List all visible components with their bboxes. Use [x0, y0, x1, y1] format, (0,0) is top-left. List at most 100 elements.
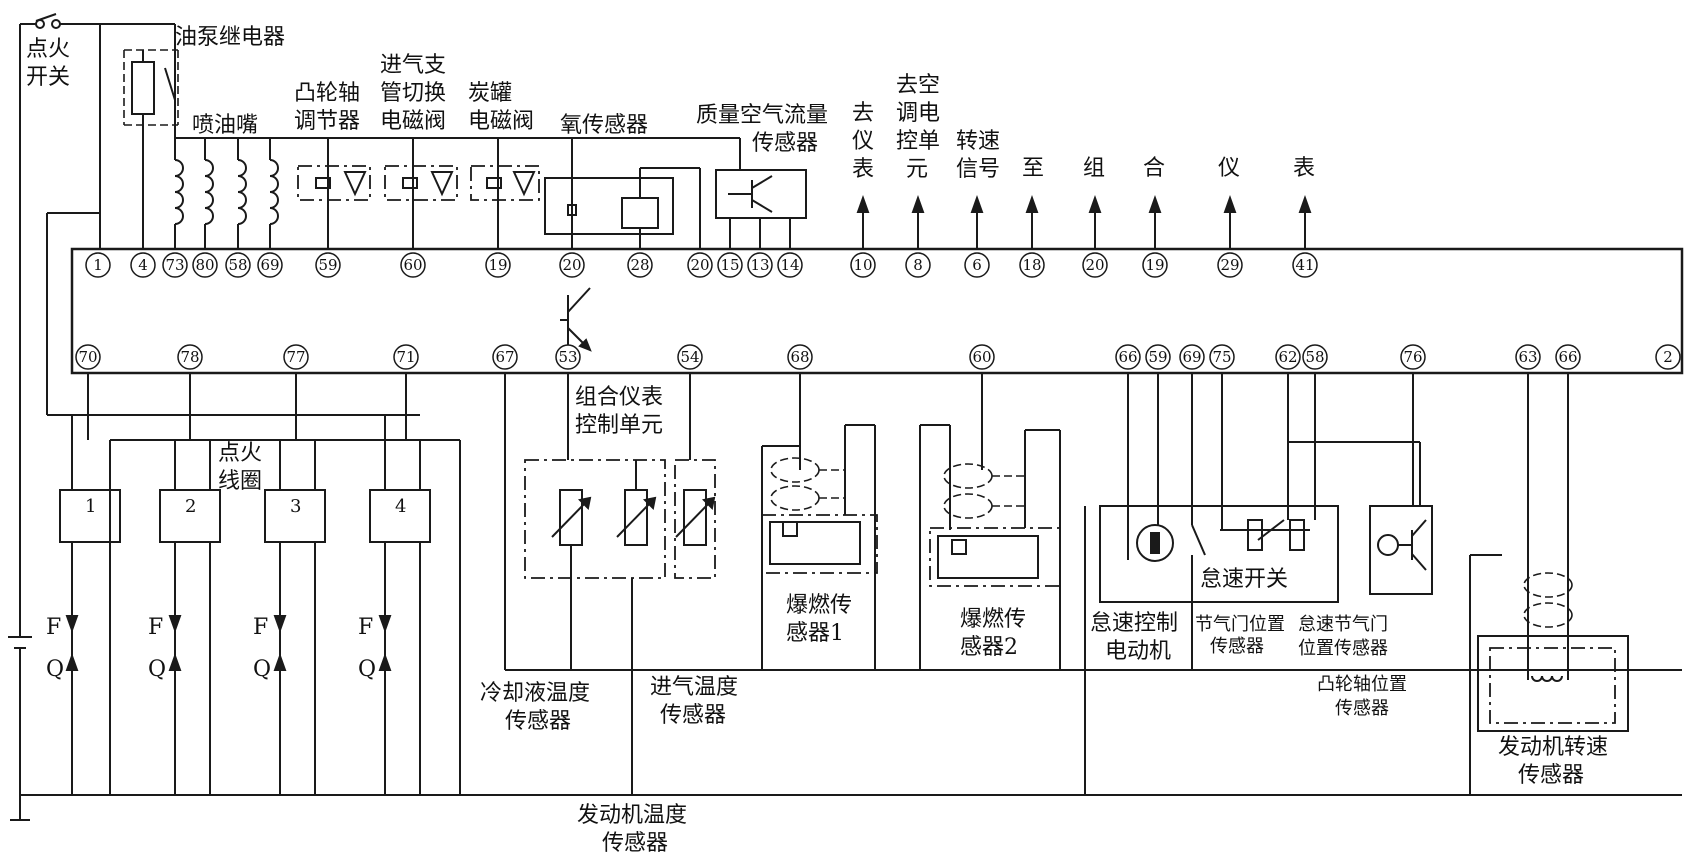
bottom-pin-circle [555, 344, 581, 370]
top-pin-circle [964, 252, 990, 278]
bottom-pin-circle [1515, 344, 1541, 370]
fuel-pump-relay-label: 油泵继电器 [175, 25, 285, 50]
top-pin-circle [1217, 252, 1243, 278]
top-pin-number: 20 [562, 256, 581, 274]
bottom-pin-circle [1179, 344, 1205, 370]
output-arrows [856, 195, 1312, 249]
rpm-signal-1: 转速 [956, 129, 1000, 154]
top-pin-number: 10 [853, 256, 872, 274]
intake-valve-label-2: 管切换 [380, 81, 446, 106]
top-pin-number: 28 [630, 256, 649, 274]
cam-position-sensor-icon [1369, 373, 1433, 595]
tps-label-2: 传感器 [1210, 636, 1264, 657]
idle-tps-label-1: 怠速节气门 [1298, 614, 1388, 635]
canister-valve-icon [470, 138, 540, 249]
ignition-coil-label-2: 线圈 [218, 469, 262, 494]
intake-valve-label-1: 进气支 [380, 53, 446, 78]
top-pin-number: 73 [165, 256, 184, 274]
bottom-pin-number: 66 [1558, 348, 1577, 366]
bottom-pin-circle [393, 344, 419, 370]
idle-motor-label-1: 怠速控制 [1090, 611, 1178, 636]
Q-3: Q [253, 657, 271, 682]
bottom-pin-circle [75, 344, 101, 370]
top-pin-number: 58 [228, 256, 247, 274]
top-pin-circle [777, 252, 803, 278]
top-pin-circle [1142, 252, 1168, 278]
top-pin-number: 20 [1085, 256, 1104, 274]
top-pin-number: 19 [1145, 256, 1164, 274]
maf-sensor-label-2: 传感器 [752, 131, 818, 156]
coil-number-2: 2 [185, 496, 196, 517]
bottom-pin-circle [283, 344, 309, 370]
top-pin-number: 59 [318, 256, 337, 274]
top-pin-number: 80 [195, 256, 214, 274]
cluster-control-label-1: 组合仪表 [575, 385, 663, 410]
canister-valve-label-1: 炭罐 [468, 81, 512, 106]
bottom-pin-number: 67 [495, 348, 514, 366]
top-pin-circle [1082, 252, 1108, 278]
top-pin-number: 29 [1220, 256, 1239, 274]
engine-speed-sensor-icon [1469, 373, 1629, 795]
to-instrument-3: 表 [852, 157, 874, 182]
bottom-pin-circle [1302, 344, 1328, 370]
bottom-pin-number: 75 [1212, 348, 1231, 366]
bottom-pin-number: 77 [286, 348, 305, 366]
bottom-pin-circle [1555, 344, 1581, 370]
bottom-pin-number: 66 [1118, 348, 1137, 366]
ignition-switch-label-2: 开关 [26, 65, 70, 90]
rpm-signal-2: 信号 [956, 157, 1000, 182]
top-pin-number: 4 [138, 256, 148, 274]
top-pin-number: 60 [403, 256, 422, 274]
top-pin-number: 14 [780, 256, 799, 274]
bottom-pin-number: 60 [972, 348, 991, 366]
top-pin-circle [225, 252, 251, 278]
bottom-pin-number: 71 [396, 348, 415, 366]
top-pin-number: 41 [1295, 256, 1314, 274]
top-pin-circle [192, 252, 218, 278]
tps-label-1: 节气门位置 [1195, 614, 1285, 635]
knock-1-label-2: 感器1 [786, 621, 844, 646]
ignition-switch-icon [19, 13, 175, 249]
cluster-control-label-2: 控制单元 [575, 413, 663, 438]
coil-number-1: 1 [85, 496, 96, 517]
ignition-switch-label-1: 点火 [26, 37, 70, 62]
bottom-pin-circle [492, 344, 518, 370]
to-ac-ecu-4: 元 [906, 157, 928, 182]
cam-adjuster-label-2: 调节器 [294, 109, 360, 134]
engine-temp-label-2: 传感器 [602, 831, 668, 856]
bottom-pin-circle [677, 344, 703, 370]
Q-4: Q [358, 657, 376, 682]
bottom-pin-circle [1145, 344, 1171, 370]
idle-motor-label-2: 电动机 [1105, 639, 1171, 664]
cam-position-label-1: 凸轮轴位置 [1317, 674, 1407, 695]
bottom-pin-circle [1115, 344, 1141, 370]
ecu-transistor-icon [560, 287, 592, 352]
top-pin-circle [850, 252, 876, 278]
top-pin-circle [1019, 252, 1045, 278]
bottom-pin-circle [1275, 344, 1301, 370]
maf-sensor-icon [660, 137, 807, 249]
top-pin-number: 18 [1022, 256, 1041, 274]
top-pin-circle [130, 252, 156, 278]
top-pin-circle [85, 252, 111, 278]
Q-2: Q [148, 657, 166, 682]
engine-speed-label-2: 传感器 [1518, 763, 1584, 788]
bottom-pin-number: 2 [1663, 348, 1673, 366]
bottom-pin-number: 62 [1278, 348, 1297, 366]
ecu-box [70, 247, 1684, 375]
top-pin-circle [315, 252, 341, 278]
to-ac-ecu-3: 控单 [896, 129, 940, 154]
coolant-sensor-label-2: 传感器 [505, 709, 571, 734]
bottom-pin-number: 58 [1305, 348, 1324, 366]
bottom-pin-number: 70 [78, 348, 97, 366]
cam-position-label-2: 传感器 [1335, 698, 1389, 719]
intake-valve-label-3: 电磁阀 [380, 109, 446, 134]
top-pin-circle [905, 252, 931, 278]
knock-sensor-1-icon [761, 373, 878, 670]
bottom-pin-number: 54 [680, 348, 699, 366]
to-instrument-1: 去 [852, 101, 874, 126]
bottom-pin-circle [1655, 344, 1681, 370]
injectors-label: 喷油嘴 [192, 113, 258, 138]
to-ac-ecu-2: 调电 [896, 101, 940, 126]
